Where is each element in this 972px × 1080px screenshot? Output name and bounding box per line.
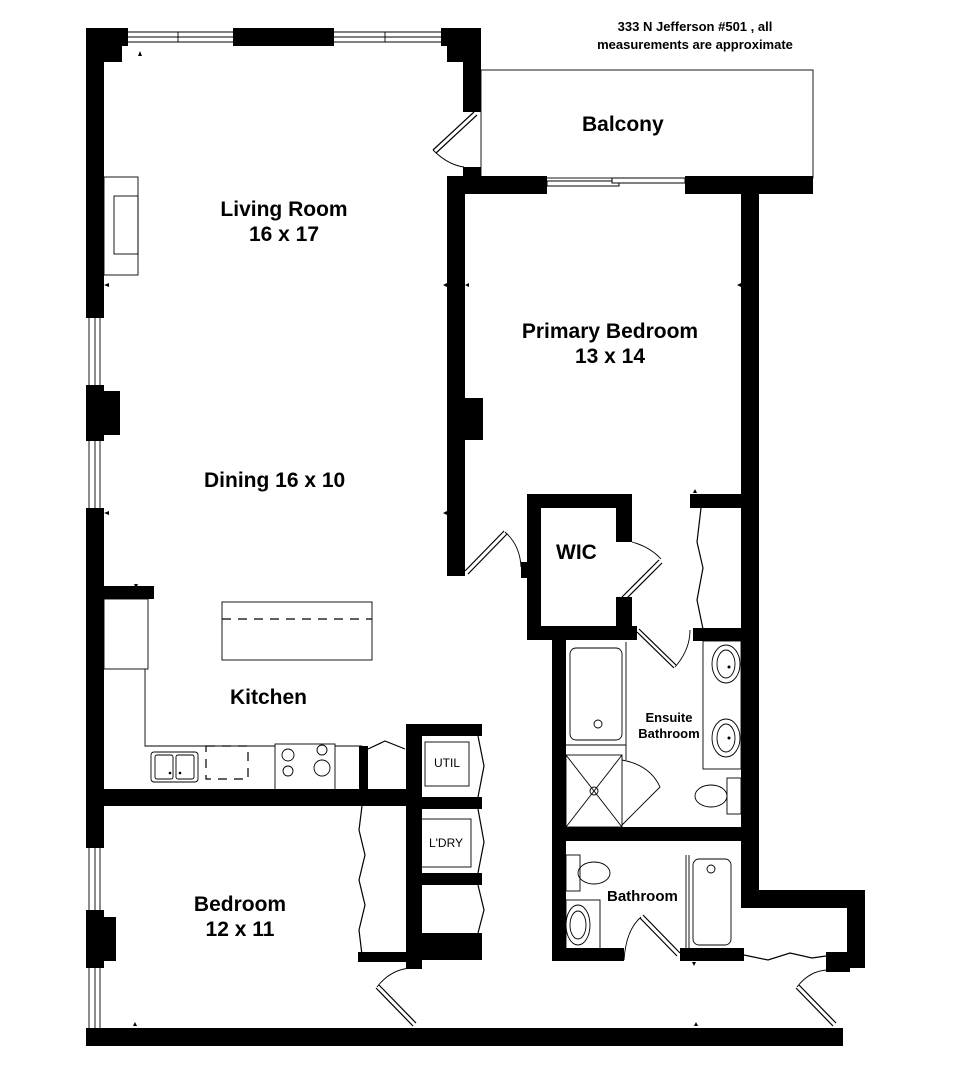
wall-left-pier-bump [104,391,120,435]
room-label-bedroom: Bedroom 12 x 11 [170,892,310,942]
note-line-2: measurements are approximate [597,36,793,52]
wall-balcony-left [447,176,547,194]
ensuite-line-2: Bathroom [638,725,700,741]
room-label-bathroom: Bathroom [607,888,678,905]
wall-wic-top [527,494,632,508]
room-label-wic: WIC [556,541,597,564]
wall-bottom [86,1028,843,1046]
double-vanity [702,640,742,770]
wall-hall-closet-pier [826,952,850,972]
wall-hall-closet-right [847,890,865,968]
wall-left-pier-2-bump [104,917,116,961]
door-wic[interactable] [621,541,663,601]
wall-kitchen-stub [104,586,154,599]
window-top [128,31,441,43]
door-pantry[interactable] [367,740,406,750]
bedroom-size: 12 x 11 [205,918,275,942]
wall-top-pier [233,28,334,46]
wall-corner-tr [441,28,481,46]
wall-pantry-left [359,746,368,790]
outlet-markers [104,51,741,1026]
bedroom-name: Bedroom [193,893,287,916]
wall-left-pier [86,385,104,441]
bathtub-bathroom [692,858,732,946]
room-label-laundry: L'DRY [428,836,464,850]
wall-primary-pier [465,398,483,440]
window-left-1 [88,318,101,385]
bifold-door-laundry[interactable] [477,808,485,874]
util-box [424,741,470,787]
wall-corner-tr-step [447,46,463,62]
wall-wic-left [527,494,541,640]
sliding-door-balcony[interactable] [546,177,686,187]
laundry-box [420,818,472,868]
room-label-balcony: Balcony [582,113,664,136]
wall-closet-bottom [693,628,741,641]
wall-balcony-right [685,176,813,194]
wall-ensuite-bottom [552,827,759,841]
primary-bedroom-name: Primary Bedroom [521,320,699,343]
wall-util-mid [406,797,482,809]
room-label-kitchen: Kitchen [230,686,308,709]
wall-balcony-door-top [463,46,481,112]
kitchen-island [221,601,373,661]
wall-left-upper [86,28,104,318]
door-bathroom[interactable] [623,914,681,961]
room-label-util: UTIL [433,756,460,770]
wall-corner-tl [86,28,128,46]
window-left-4 [88,968,101,1028]
wall-bath-left [552,841,566,961]
fireplace-inner [113,195,139,255]
fireplace-outer [103,176,139,276]
bathtub-ensuite [569,647,623,741]
note-line-1: 333 N Jefferson #501 , all [617,19,773,34]
sink-bathroom [565,899,601,951]
door-primary-bedroom[interactable] [464,530,522,575]
ensuite-line-1: Ensuite [645,710,693,725]
door-balcony[interactable] [432,111,478,168]
wall-bath-bottom-left [552,948,624,961]
stove [274,743,336,791]
living-room-size: 16 x 17 [248,223,320,247]
kitchen-sink [150,751,199,783]
door-bedroom[interactable] [375,967,417,1027]
bifold-door-bedroom-closet[interactable] [358,805,366,956]
shower-ensuite [565,754,661,828]
bifold-door-hall[interactable] [743,952,827,961]
window-left-3 [88,848,101,910]
wall-util-left [406,724,422,969]
bifold-door-storage[interactable] [477,884,485,934]
wall-left-pier-2 [86,910,104,968]
room-label-dining: Dining 16 x 10 [204,469,346,492]
bifold-door-primary-closet[interactable] [696,507,704,630]
door-ensuite[interactable] [636,628,691,669]
wall-bedroom-closet-bottom [358,952,420,962]
toilet-ensuite [694,777,742,815]
wall-left-middle [86,508,104,848]
room-label-ensuite: Ensuite Bathroom [634,710,704,741]
wall-kitchen-bottom [86,789,416,806]
room-label-primary-bedroom: Primary Bedroom 13 x 14 [490,319,730,369]
fridge [103,598,149,670]
wall-corner-tl-step [104,46,122,62]
wall-wic-bottom [527,626,637,640]
wall-util-top [406,724,482,736]
wall-primary-left [447,186,465,576]
bifold-door-util[interactable] [477,735,485,798]
door-entry[interactable] [795,969,837,1027]
toilet-bathroom [565,854,611,892]
dishwasher [205,745,249,780]
listing-note: 333 N Jefferson #501 , all measurements … [560,18,830,53]
wall-door-stop [521,562,528,578]
primary-bedroom-size: 13 x 14 [574,345,646,369]
wall-ldry-bottom [406,873,482,885]
wall-bath-bottom-right [680,948,744,961]
living-room-name: Living Room [220,198,348,221]
wall-hall-closet-top [741,890,865,908]
room-label-living: Living Room 16 x 17 [194,197,374,247]
wall-primary-right [741,194,759,890]
wall-wic-right-upper [616,494,632,542]
wall-closet-top [690,494,741,508]
window-left-2 [88,441,101,508]
